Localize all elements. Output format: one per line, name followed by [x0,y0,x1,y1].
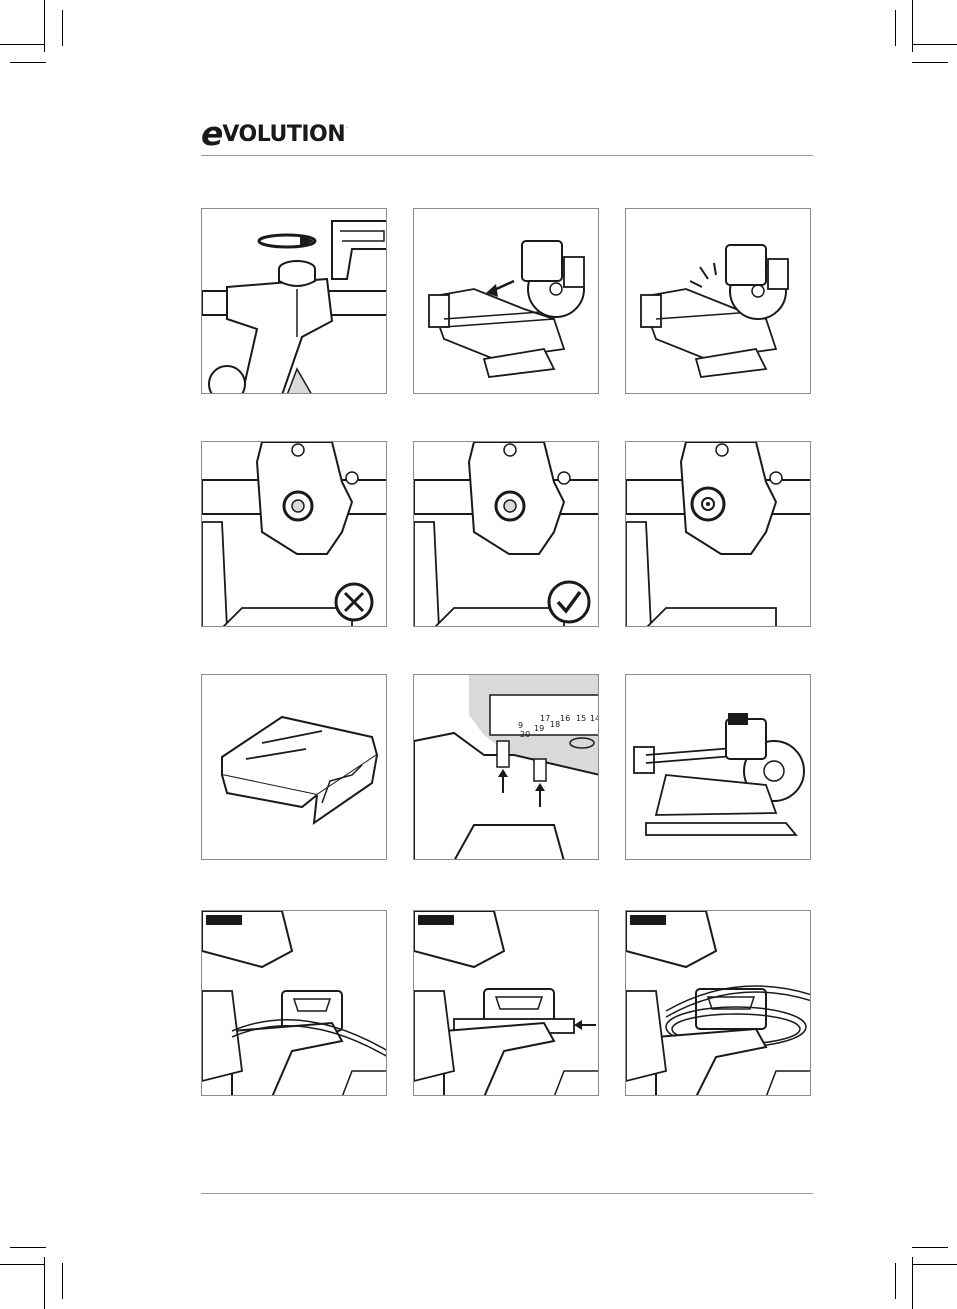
cross-circle-icon [336,584,372,620]
crop-mark [44,0,45,52]
crop-mark [62,10,63,46]
figure-fence-screws: 9 17 16 15 14 20 19 18 [413,674,599,860]
crop-mark [10,62,46,63]
crop-mark [44,1257,45,1309]
header-rule [201,155,813,156]
crop-mark [895,1263,896,1299]
logo-lead-letter: e [201,120,222,148]
logo-trademark: . [346,124,348,130]
evolution-logo: e VOLUTION . [201,118,348,148]
figure-handle-view-2 [413,910,599,1096]
fence-scale-label: 9 [518,721,523,730]
figure-saw-complete [625,674,811,860]
crop-mark [895,10,896,46]
crop-mark [0,44,44,45]
fence-scale-label: 14 [590,714,599,723]
crop-mark [912,62,948,63]
footer-rule [201,1193,813,1194]
logo-wordmark: VOLUTION [222,124,345,146]
figure-handle-view-1 [201,910,387,1096]
figure-saw-locked [625,208,811,394]
figure-support-part [201,674,387,860]
crop-mark [62,1263,63,1299]
figure-slide-saw-back [413,208,599,394]
crop-mark [913,44,957,45]
fence-scale-label: 19 [534,724,544,733]
crop-mark [0,1264,44,1265]
figure-handle-view-3 [625,910,811,1096]
crop-mark [10,1247,46,1248]
fence-scale-label: 18 [550,720,560,729]
click-lines-icon [690,263,716,287]
figure-pin-incorrect [201,441,387,627]
crop-mark [913,1264,957,1265]
figure-pin-detail [625,441,811,627]
figure-pin-correct [413,441,599,627]
fence-scale-label: 16 [560,714,570,723]
check-circle-icon [549,582,589,622]
saw-icon [626,675,811,860]
fence-scale-label: 17 [540,714,550,723]
fence-scale-label: 15 [576,714,586,723]
figure-knob-rotate [201,208,387,394]
crop-mark [912,1247,948,1248]
fence-scale-label: 20 [520,730,530,739]
part-icon [222,717,377,823]
